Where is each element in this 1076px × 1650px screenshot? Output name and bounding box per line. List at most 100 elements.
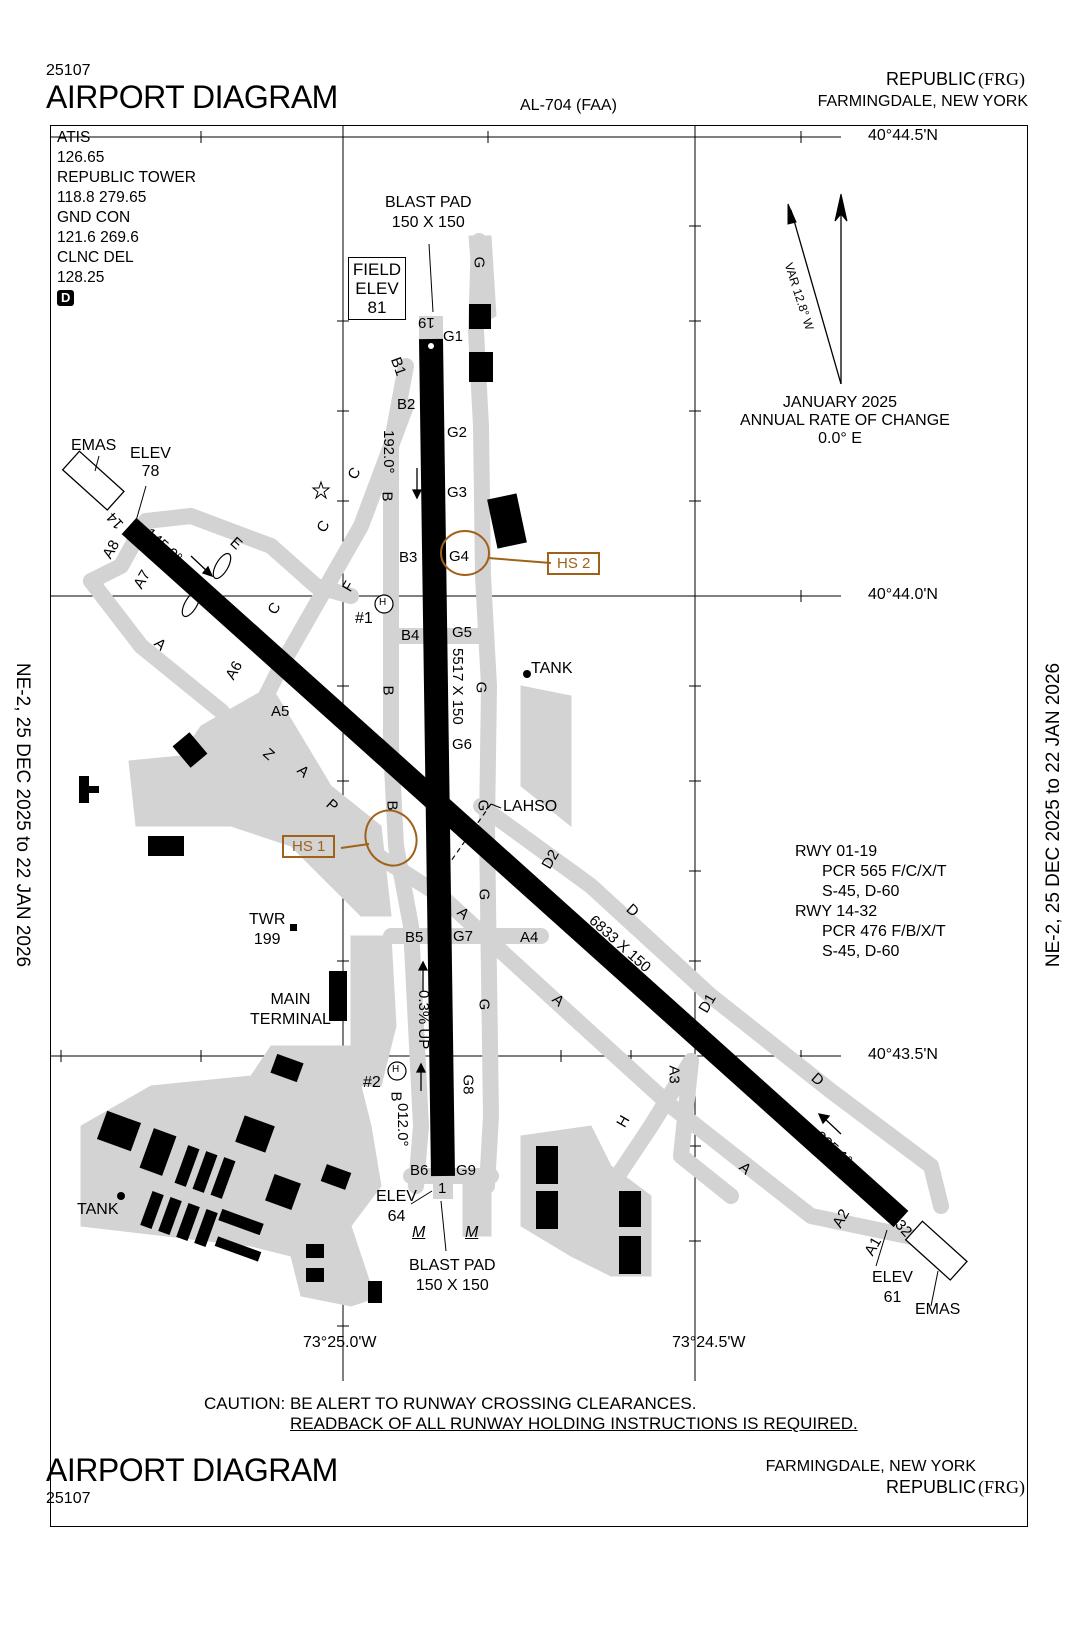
- taxiway-b-line: [383, 358, 429, 1194]
- taxiway-g-middle: G: [472, 681, 490, 694]
- airport-diagram-svg: [51, 126, 968, 1381]
- caution-line2: READBACK OF ALL RUNWAY HOLDING INSTRUCTI…: [290, 1414, 858, 1433]
- blast-pad-01: [433, 1176, 453, 1199]
- elev-01-value: 64: [387, 1208, 406, 1225]
- building: [176, 1203, 200, 1241]
- building: [158, 1197, 182, 1235]
- field-elev-line2: ELEV: [355, 279, 399, 298]
- taxiway-b3: B3: [399, 549, 418, 566]
- validity-left: NE-2, 25 DEC 2025 to 22 JAN 2026: [12, 662, 33, 968]
- airport-name-top: REPUBLIC: [885, 69, 976, 89]
- building: [536, 1146, 558, 1184]
- building: [320, 1164, 352, 1190]
- latitude-1: 40°44.5'N: [868, 127, 938, 144]
- blast-pad-label: BLAST PAD: [409, 1257, 496, 1274]
- taxiway-b5: B5: [405, 929, 424, 946]
- atis-label: ATIS: [57, 129, 91, 146]
- taxiway-e-line: [138, 508, 359, 604]
- runway-slope: 0.3% UP: [415, 990, 432, 1050]
- rwy2-label: RWY 14-32: [795, 903, 878, 920]
- runway-14-32: [61, 450, 968, 1281]
- building: [469, 304, 491, 329]
- d-badge: D: [57, 290, 75, 306]
- taxiway-a5: A5: [271, 703, 290, 720]
- field-elevation-box: FIELD ELEV 81: [348, 257, 406, 320]
- tower-height: 199: [253, 931, 281, 948]
- validity-right: NE-2, 25 DEC 2025 to 22 JAN 2026: [1043, 662, 1064, 968]
- taxiway-g-north: G: [470, 256, 488, 269]
- building: [265, 1174, 301, 1210]
- taxiway-g3: G3: [447, 484, 468, 501]
- footer-location: FARMINGDALE, NEW YORK: [765, 1458, 976, 1475]
- tank-label-east: TANK: [531, 660, 573, 677]
- taxiway-network: [80, 233, 949, 1307]
- runway-01-19-pavement: [419, 338, 455, 1177]
- taxiway-g1: G1: [443, 328, 464, 345]
- blast-pad-label: BLAST PAD: [385, 194, 472, 211]
- building: [79, 776, 99, 803]
- runway-end-19: 19: [418, 314, 435, 331]
- taxiway-b2: B2: [397, 396, 416, 413]
- magnetic-arrows: [787, 193, 848, 385]
- taxiway-a3: A3: [665, 1065, 683, 1084]
- tank-label-west: TANK: [77, 1201, 119, 1218]
- ground-label: GND CON: [57, 209, 131, 226]
- heading-01: 012.0°: [394, 1103, 411, 1147]
- heliport-2-icon: [387, 1061, 407, 1081]
- taxiway-b-north: B: [378, 491, 396, 502]
- heliport-1-label: #1: [355, 610, 373, 627]
- taxiway-g-south: G: [475, 888, 493, 901]
- caution-line1: CAUTION: BE ALERT TO RUNWAY CROSSING CLE…: [204, 1394, 697, 1413]
- blast-pad-north-label: BLAST PAD 150 X 150: [385, 193, 472, 233]
- elev-14: ELEV 78: [130, 445, 171, 481]
- elev-32-value: 61: [883, 1289, 902, 1306]
- runway-marking-oval: [181, 590, 201, 618]
- magnetic-north-line: [790, 209, 842, 385]
- atis-freq: 126.65: [57, 149, 105, 166]
- airport-diagram-frame: [50, 125, 1028, 1527]
- page-title: AIRPORT DIAGRAM: [46, 79, 338, 115]
- clearance-label: CLNC DEL: [57, 249, 134, 266]
- leader-lines: [94, 243, 939, 1307]
- heliport-2-symbol: H: [392, 1064, 400, 1075]
- emas-14: [61, 450, 125, 511]
- rate-label: ANNUAL RATE OF CHANGE: [740, 412, 950, 429]
- building: [148, 836, 184, 856]
- building: [270, 1053, 304, 1083]
- longitude-1: 73°25.0'W: [303, 1334, 377, 1351]
- taxiway-g2: G2: [447, 424, 468, 441]
- elev-01-label: ELEV: [376, 1188, 417, 1205]
- rwy2-pcr: PCR 476 F/B/X/T: [822, 923, 946, 940]
- rwy2-weight: S-45, D-60: [822, 943, 900, 960]
- terminal-line2: TERMINAL: [250, 1011, 331, 1028]
- building: [306, 1268, 324, 1282]
- building: [194, 1209, 218, 1247]
- runway-info-block: RWY 01-19 PCR 565 F/C/X/T S-45, D-60 RWY…: [795, 842, 946, 962]
- building: [619, 1236, 641, 1274]
- building: [368, 1281, 382, 1303]
- taxiway-a4: A4: [520, 929, 539, 946]
- taxiway-d-line: [473, 798, 949, 1214]
- emas-32-label: EMAS: [915, 1301, 961, 1318]
- magnetic-info: JANUARY 2025 ANNUAL RATE OF CHANGE 0.0° …: [740, 394, 950, 448]
- taxiway-b-middle: B: [379, 685, 397, 696]
- tower-label: TWR 199: [249, 910, 285, 950]
- apron-south-end: [462, 1170, 492, 1237]
- field-elev-value: 81: [367, 298, 387, 317]
- latitude-2: 40°44.0'N: [868, 586, 938, 603]
- building: [306, 1244, 324, 1258]
- taxiway-g-north: [468, 235, 497, 327]
- tank-icon: [523, 670, 531, 678]
- apron-tank: [520, 685, 572, 828]
- taxiway-g8: G8: [459, 1074, 477, 1095]
- heliport-1-icon: [374, 594, 394, 614]
- footer-title: AIRPORT DIAGRAM: [46, 1452, 338, 1488]
- heliport-1-symbol: H: [379, 597, 387, 608]
- chart-number-top: 25107: [46, 62, 91, 79]
- apron-southwest: [80, 1045, 382, 1307]
- taxiway-g4: G4: [449, 548, 470, 565]
- rate-value: 0.0° E: [818, 430, 862, 447]
- runway-01-19-dimensions: 5517 X 150: [449, 648, 466, 725]
- building: [210, 1157, 236, 1199]
- procedure-id: AL-704 (FAA): [520, 97, 617, 114]
